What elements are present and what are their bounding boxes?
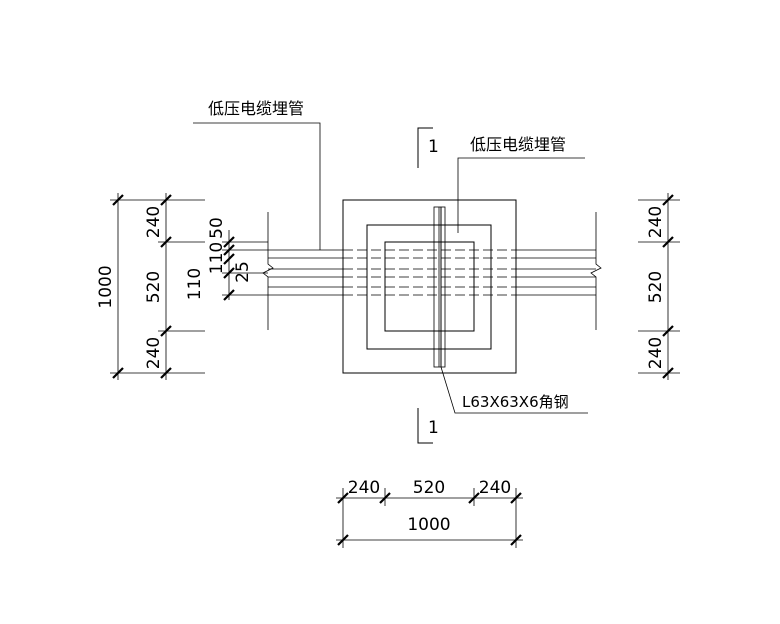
dim-inner: 50 110 25 110 — [185, 217, 268, 301]
svg-text:低压电缆埋管: 低压电缆埋管 — [208, 99, 304, 118]
outer-square — [342, 199, 517, 374]
dim-left: 1000 240 520 240 — [96, 193, 205, 380]
dim-right: 240 520 240 — [638, 193, 680, 380]
svg-text:240: 240 — [144, 337, 164, 369]
leader-angle-steel: L63X63X6角钢 — [440, 366, 588, 414]
svg-text:1000: 1000 — [96, 265, 116, 308]
svg-text:520: 520 — [646, 271, 666, 303]
svg-text:110: 110 — [207, 242, 227, 274]
leader-pipe-left: 低压电缆埋管 — [193, 99, 321, 250]
svg-text:240: 240 — [479, 478, 511, 498]
svg-text:1: 1 — [428, 418, 439, 438]
svg-text:低压电缆埋管: 低压电缆埋管 — [470, 135, 566, 154]
svg-text:240: 240 — [144, 206, 164, 238]
leader-pipe-right: 低压电缆埋管 — [457, 135, 585, 233]
svg-text:240: 240 — [646, 337, 666, 369]
svg-text:L63X63X6角钢: L63X63X6角钢 — [462, 393, 569, 411]
svg-text:520: 520 — [144, 271, 164, 303]
svg-text:50: 50 — [207, 217, 227, 239]
section-marker-top: 1 — [417, 127, 439, 168]
section-marker-bottom: 1 — [417, 408, 439, 444]
svg-text:110: 110 — [185, 268, 205, 300]
svg-text:25: 25 — [233, 261, 253, 283]
svg-text:240: 240 — [348, 478, 380, 498]
svg-text:1: 1 — [428, 137, 439, 157]
dim-bottom: 240 520 240 1000 — [336, 478, 523, 548]
svg-text:240: 240 — [646, 206, 666, 238]
svg-text:520: 520 — [413, 478, 445, 498]
svg-text:1000: 1000 — [407, 515, 450, 535]
cable-pipes — [262, 212, 602, 330]
inner-square — [384, 241, 475, 332]
